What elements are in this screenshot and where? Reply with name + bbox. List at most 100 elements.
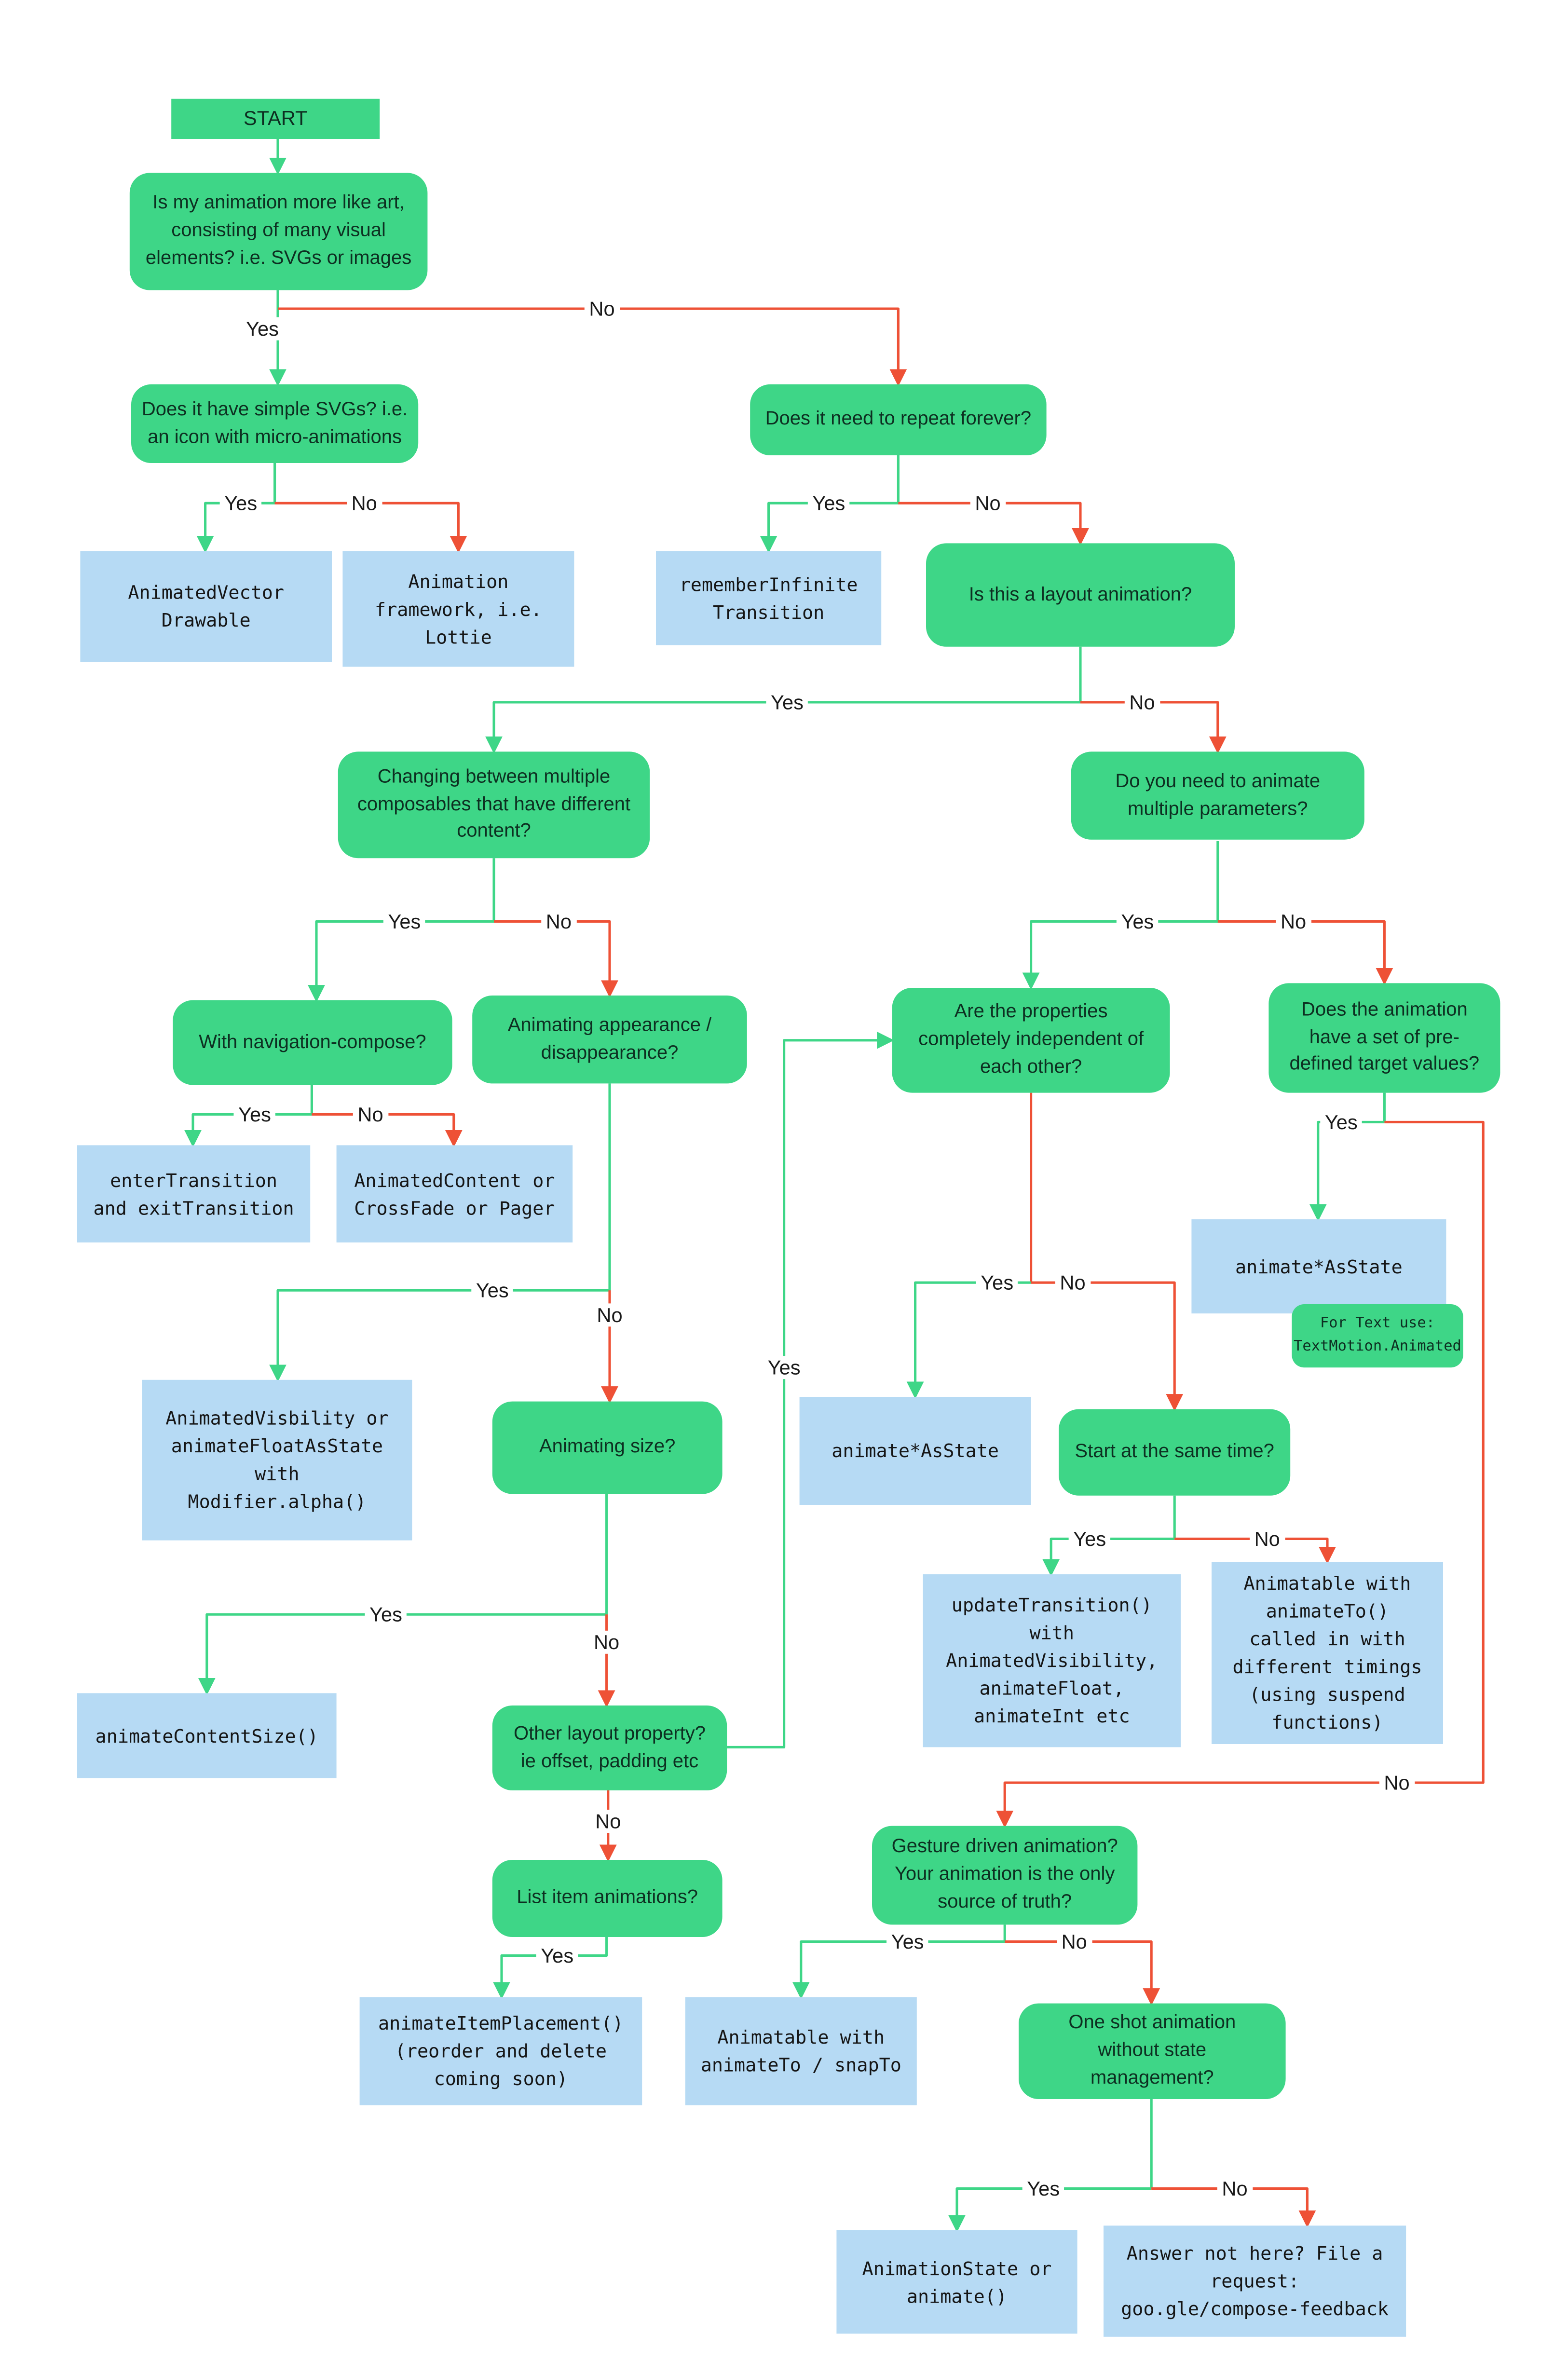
edge-label-layout-no: No	[1124, 691, 1160, 714]
node-r-animatable-snapto: Animatable with animateTo / snapTo	[685, 1997, 917, 2105]
node-label-q-svg: Does it have simple SVGs? i.e. an icon w…	[141, 397, 408, 447]
edge-label-sametime-no: No	[1250, 1527, 1285, 1551]
node-r-animatedcontent: AnimatedContent or CrossFade or Pager	[336, 1145, 573, 1242]
edge-appear-yes	[269, 1083, 611, 1382]
node-label-q-independent: Are the properties completely independen…	[918, 1000, 1144, 1078]
node-q-list-item: List item animations?	[492, 1860, 723, 1937]
edge-label-art-yes: Yes	[241, 317, 284, 341]
edge-label-otherlayout-no: No	[590, 1810, 626, 1833]
node-label-r-animatable-snapto: Animatable with animateTo / snapTo	[700, 2026, 901, 2076]
edge-label-predefined-yes: Yes	[1320, 1110, 1363, 1134]
node-q-svg: Does it have simple SVGs? i.e. an icon w…	[131, 384, 419, 463]
edge-label-multiparams-yes: Yes	[1116, 910, 1159, 933]
edge-label-sametime-yes: Yes	[1068, 1527, 1111, 1551]
edge-independent-yes	[906, 1281, 1031, 1399]
edge-otherlayout-yes	[727, 1031, 894, 1748]
node-note-text-motion: For Text use: TextMotion.Animated	[1292, 1304, 1463, 1368]
node-label-q-multi-params: Do you need to animate multiple paramete…	[1115, 770, 1321, 819]
node-label-r-remember-infinite: rememberInfinite Transition	[679, 573, 858, 623]
node-q-gesture: Gesture driven animation? Your animation…	[872, 1826, 1138, 1925]
edge-label-independent-no: No	[1055, 1271, 1091, 1295]
edge-label-appear-no: No	[592, 1303, 627, 1327]
node-start: START	[171, 98, 380, 139]
edge-predefined-yes	[1309, 1120, 1385, 1222]
node-label-q-nav-compose: With navigation-compose?	[199, 1030, 426, 1052]
node-q-other-layout: Other layout property? ie offset, paddin…	[492, 1705, 727, 1790]
edge-label-art-no: No	[584, 297, 620, 320]
edge-multiparams-no	[1217, 920, 1393, 985]
edge-gesture-yes	[792, 1940, 1005, 2000]
node-q-multi-params: Do you need to animate multiple paramete…	[1071, 751, 1364, 840]
node-label-q-appearance: Animating appearance / disappearance?	[507, 1013, 712, 1063]
edge-multicomp-no	[494, 920, 618, 998]
edge-label-oneshot-yes: Yes	[1022, 2177, 1064, 2200]
node-label-q-gesture: Gesture driven animation? Your animation…	[891, 1836, 1118, 1912]
edge-label-appear-yes: Yes	[471, 1279, 514, 1302]
edge-label-multicomp-no: No	[541, 910, 576, 933]
node-label-r-animatedvectordrawable: AnimatedVector Drawable	[128, 582, 285, 631]
node-q-predefined: Does the animation have a set of pre- de…	[1268, 983, 1500, 1093]
node-label-r-animatable-timings: Animatable with animateTo() called in wi…	[1232, 1572, 1422, 1733]
edge-label-nav-no: No	[353, 1103, 388, 1126]
edge-label-listitem-yes: Yes	[536, 1944, 578, 1967]
node-q-layout: Is this a layout animation?	[926, 543, 1235, 647]
node-q-appearance: Animating appearance / disappearance?	[472, 996, 747, 1084]
edge-label-size-no: No	[589, 1630, 624, 1654]
node-q-nav-compose: With navigation-compose?	[173, 1000, 452, 1085]
node-q-art: Is my animation more like art, consistin…	[129, 173, 428, 290]
edge-label-svg-no: No	[347, 491, 382, 515]
node-q-multi-composables: Changing between multiple composables th…	[338, 751, 650, 859]
edge-sametime-no	[1174, 1537, 1336, 1564]
edge-repeat-no	[898, 502, 1089, 546]
node-label-r-lottie: Animation framework, i.e. Lottie	[375, 570, 542, 648]
node-label-r-feedback: Answer not here? File a request: goo.gle…	[1121, 2242, 1389, 2320]
node-q-one-shot: One shot animation without state managem…	[1019, 2003, 1286, 2099]
edge-label-nav-yes: Yes	[233, 1103, 276, 1126]
node-label-q-one-shot: One shot animation without state managem…	[1068, 2011, 1236, 2088]
edge-label-repeat-no: No	[970, 491, 1006, 515]
node-r-animateitemplacement: animateItemPlacement() (reorder and dele…	[359, 1997, 642, 2105]
node-q-size: Animating size?	[492, 1401, 723, 1494]
edge-independent-no	[1031, 1281, 1184, 1411]
node-label-note-text-motion: For Text use: TextMotion.Animated	[1294, 1314, 1461, 1354]
node-r-animationstate: AnimationState or animate()	[836, 2230, 1077, 2334]
node-label-q-repeat: Does it need to repeat forever?	[765, 408, 1032, 429]
node-label-start: START	[243, 106, 308, 130]
edge-label-gesture-no: No	[1057, 1930, 1092, 1953]
edge-label-multiparams-no: No	[1276, 910, 1311, 933]
node-label-r-animate-as-state-mid: animate*AsState	[832, 1440, 999, 1462]
node-r-lottie: Animation framework, i.e. Lottie	[342, 551, 574, 667]
node-label-r-update-transition: updateTransition() with AnimatedVisibili…	[946, 1594, 1158, 1727]
node-q-same-time: Start at the same time?	[1059, 1409, 1291, 1496]
edge-label-predefined-no: No	[1379, 1771, 1415, 1794]
node-q-repeat: Does it need to repeat forever?	[750, 384, 1047, 455]
edge-label-size-yes: Yes	[365, 1603, 407, 1626]
node-label-r-animatedcontent: AnimatedContent or CrossFade or Pager	[354, 1169, 555, 1219]
node-label-q-size: Animating size?	[539, 1435, 676, 1458]
edge-art-no	[278, 307, 907, 387]
edge-label-oneshot-no: No	[1217, 2177, 1253, 2200]
node-label-q-same-time: Start at the same time?	[1075, 1440, 1274, 1462]
node-r-animatedvectordrawable: AnimatedVector Drawable	[80, 551, 332, 662]
node-label-r-animateitemplacement: animateItemPlacement() (reorder and dele…	[378, 2012, 624, 2090]
node-r-animatable-timings: Animatable with animateTo() called in wi…	[1212, 1562, 1443, 1744]
node-r-remember-infinite: rememberInfinite Transition	[656, 551, 882, 645]
edge-predefined-no	[996, 1120, 1485, 1828]
edge-label-svg-yes: Yes	[219, 491, 262, 515]
edge-label-independent-yes: Yes	[976, 1271, 1018, 1295]
node-label-q-art: Is my animation more like art, consistin…	[145, 192, 412, 269]
node-label-r-animate-as-state-right: animate*AsState	[1235, 1255, 1403, 1277]
edge-svg-no	[274, 502, 467, 553]
node-label-q-layout: Is this a layout animation?	[968, 583, 1192, 605]
node-r-enter-exit: enterTransition and exitTransition	[77, 1145, 311, 1242]
edge-label-layout-yes: Yes	[766, 691, 808, 714]
node-r-animatecontentsize: animateContentSize()	[77, 1693, 337, 1778]
node-label-q-list-item: List item animations?	[517, 1886, 698, 1908]
edge-sametime-yes	[1042, 1537, 1175, 1577]
node-label-r-animatedvisibility-alpha: AnimatedVisbility or animateFloatAsState…	[165, 1407, 389, 1513]
edge-label-otherlayout-yes: Yes	[763, 1356, 805, 1379]
edge-oneshot-no	[1151, 2187, 1316, 2228]
edge-label-gesture-yes: Yes	[886, 1930, 929, 1953]
